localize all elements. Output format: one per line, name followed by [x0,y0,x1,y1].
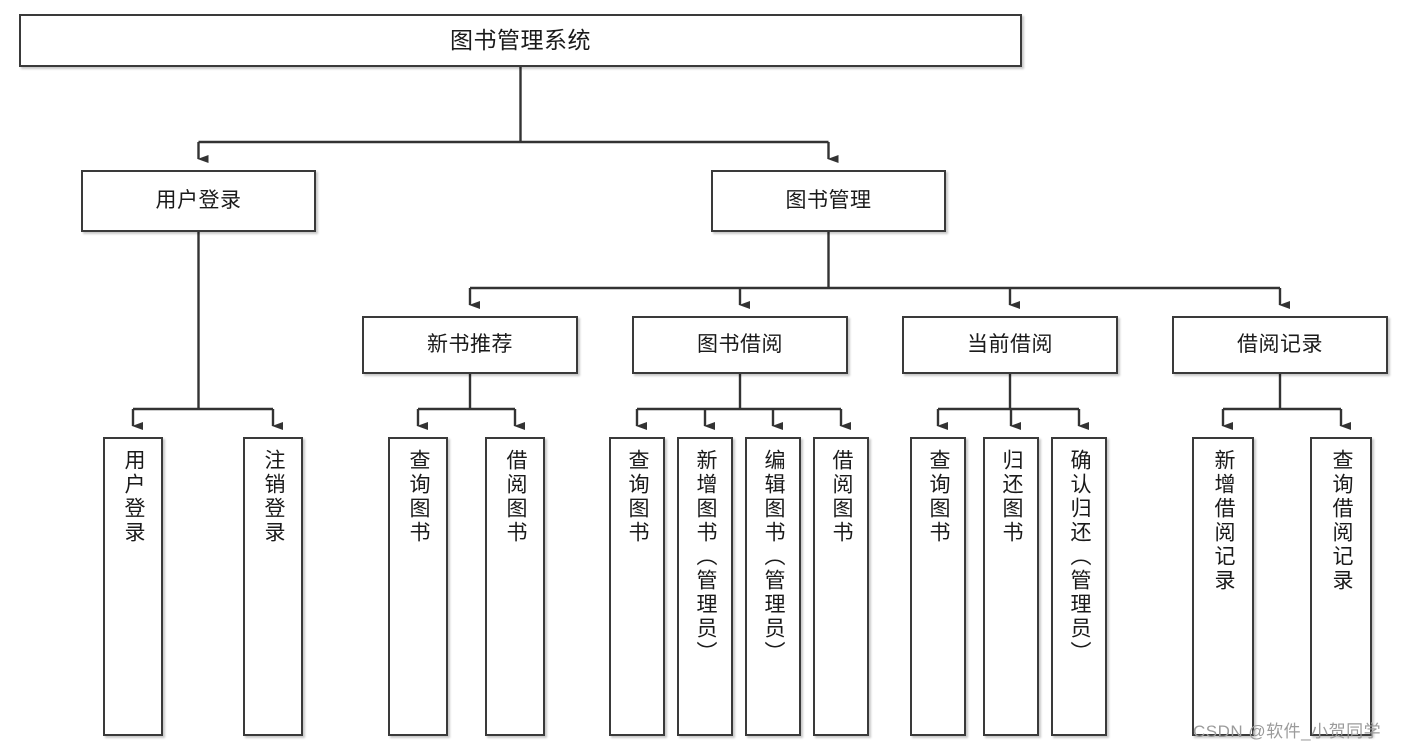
node-leaf-query-book-3[interactable]: 查询图书 [910,437,966,736]
node-leaf-user-login[interactable]: 用户登录 [103,437,163,736]
node-label: 注销登录 [262,449,286,545]
node-label: 查询图书 [626,449,650,545]
node-label: 图书管理 [785,188,872,212]
node-borrow-record[interactable]: 借阅记录 [1172,316,1388,374]
node-label: 用户登录 [122,449,146,545]
node-leaf-confirm-return[interactable]: 确认归还（管理员） [1051,437,1107,736]
node-leaf-query-record[interactable]: 查询借阅记录 [1310,437,1372,736]
node-new-book-rec[interactable]: 新书推荐 [362,316,578,374]
node-leaf-borrow-book-1[interactable]: 借阅图书 [485,437,545,736]
node-book-borrow[interactable]: 图书借阅 [632,316,848,374]
node-label: 确认归还（管理员） [1068,449,1092,665]
node-leaf-edit-book[interactable]: 编辑图书（管理员） [745,437,801,736]
node-leaf-query-book-2[interactable]: 查询图书 [609,437,665,736]
node-label: 图书管理系统 [450,27,591,54]
node-leaf-add-book[interactable]: 新增图书（管理员） [677,437,733,736]
node-label: 归还图书 [1000,449,1024,545]
node-book-manage[interactable]: 图书管理 [711,170,946,232]
csdn-watermark: CSDN @软件_小贺同学 [1193,722,1382,741]
node-label: 当前借阅 [967,332,1053,356]
node-root[interactable]: 图书管理系统 [19,14,1022,67]
node-user-login[interactable]: 用户登录 [81,170,316,232]
node-label: 借阅记录 [1237,332,1323,356]
node-label: 新书推荐 [427,332,513,356]
node-leaf-user-logout[interactable]: 注销登录 [243,437,303,736]
node-label: 查询图书 [927,449,951,545]
node-label: 用户登录 [155,188,242,212]
node-leaf-return-book[interactable]: 归还图书 [983,437,1039,736]
node-label: 编辑图书（管理员） [762,449,786,665]
node-label: 新增借阅记录 [1212,449,1236,593]
node-label: 新增图书（管理员） [694,449,718,665]
node-leaf-query-book-1[interactable]: 查询图书 [388,437,448,736]
node-current-borrow[interactable]: 当前借阅 [902,316,1118,374]
node-label: 图书借阅 [697,332,783,356]
node-leaf-borrow-book-2[interactable]: 借阅图书 [813,437,869,736]
node-label: 查询图书 [407,449,431,545]
node-label: 借阅图书 [830,449,854,545]
node-label: 查询借阅记录 [1330,449,1354,593]
node-leaf-add-record[interactable]: 新增借阅记录 [1192,437,1254,736]
node-label: 借阅图书 [504,449,528,545]
